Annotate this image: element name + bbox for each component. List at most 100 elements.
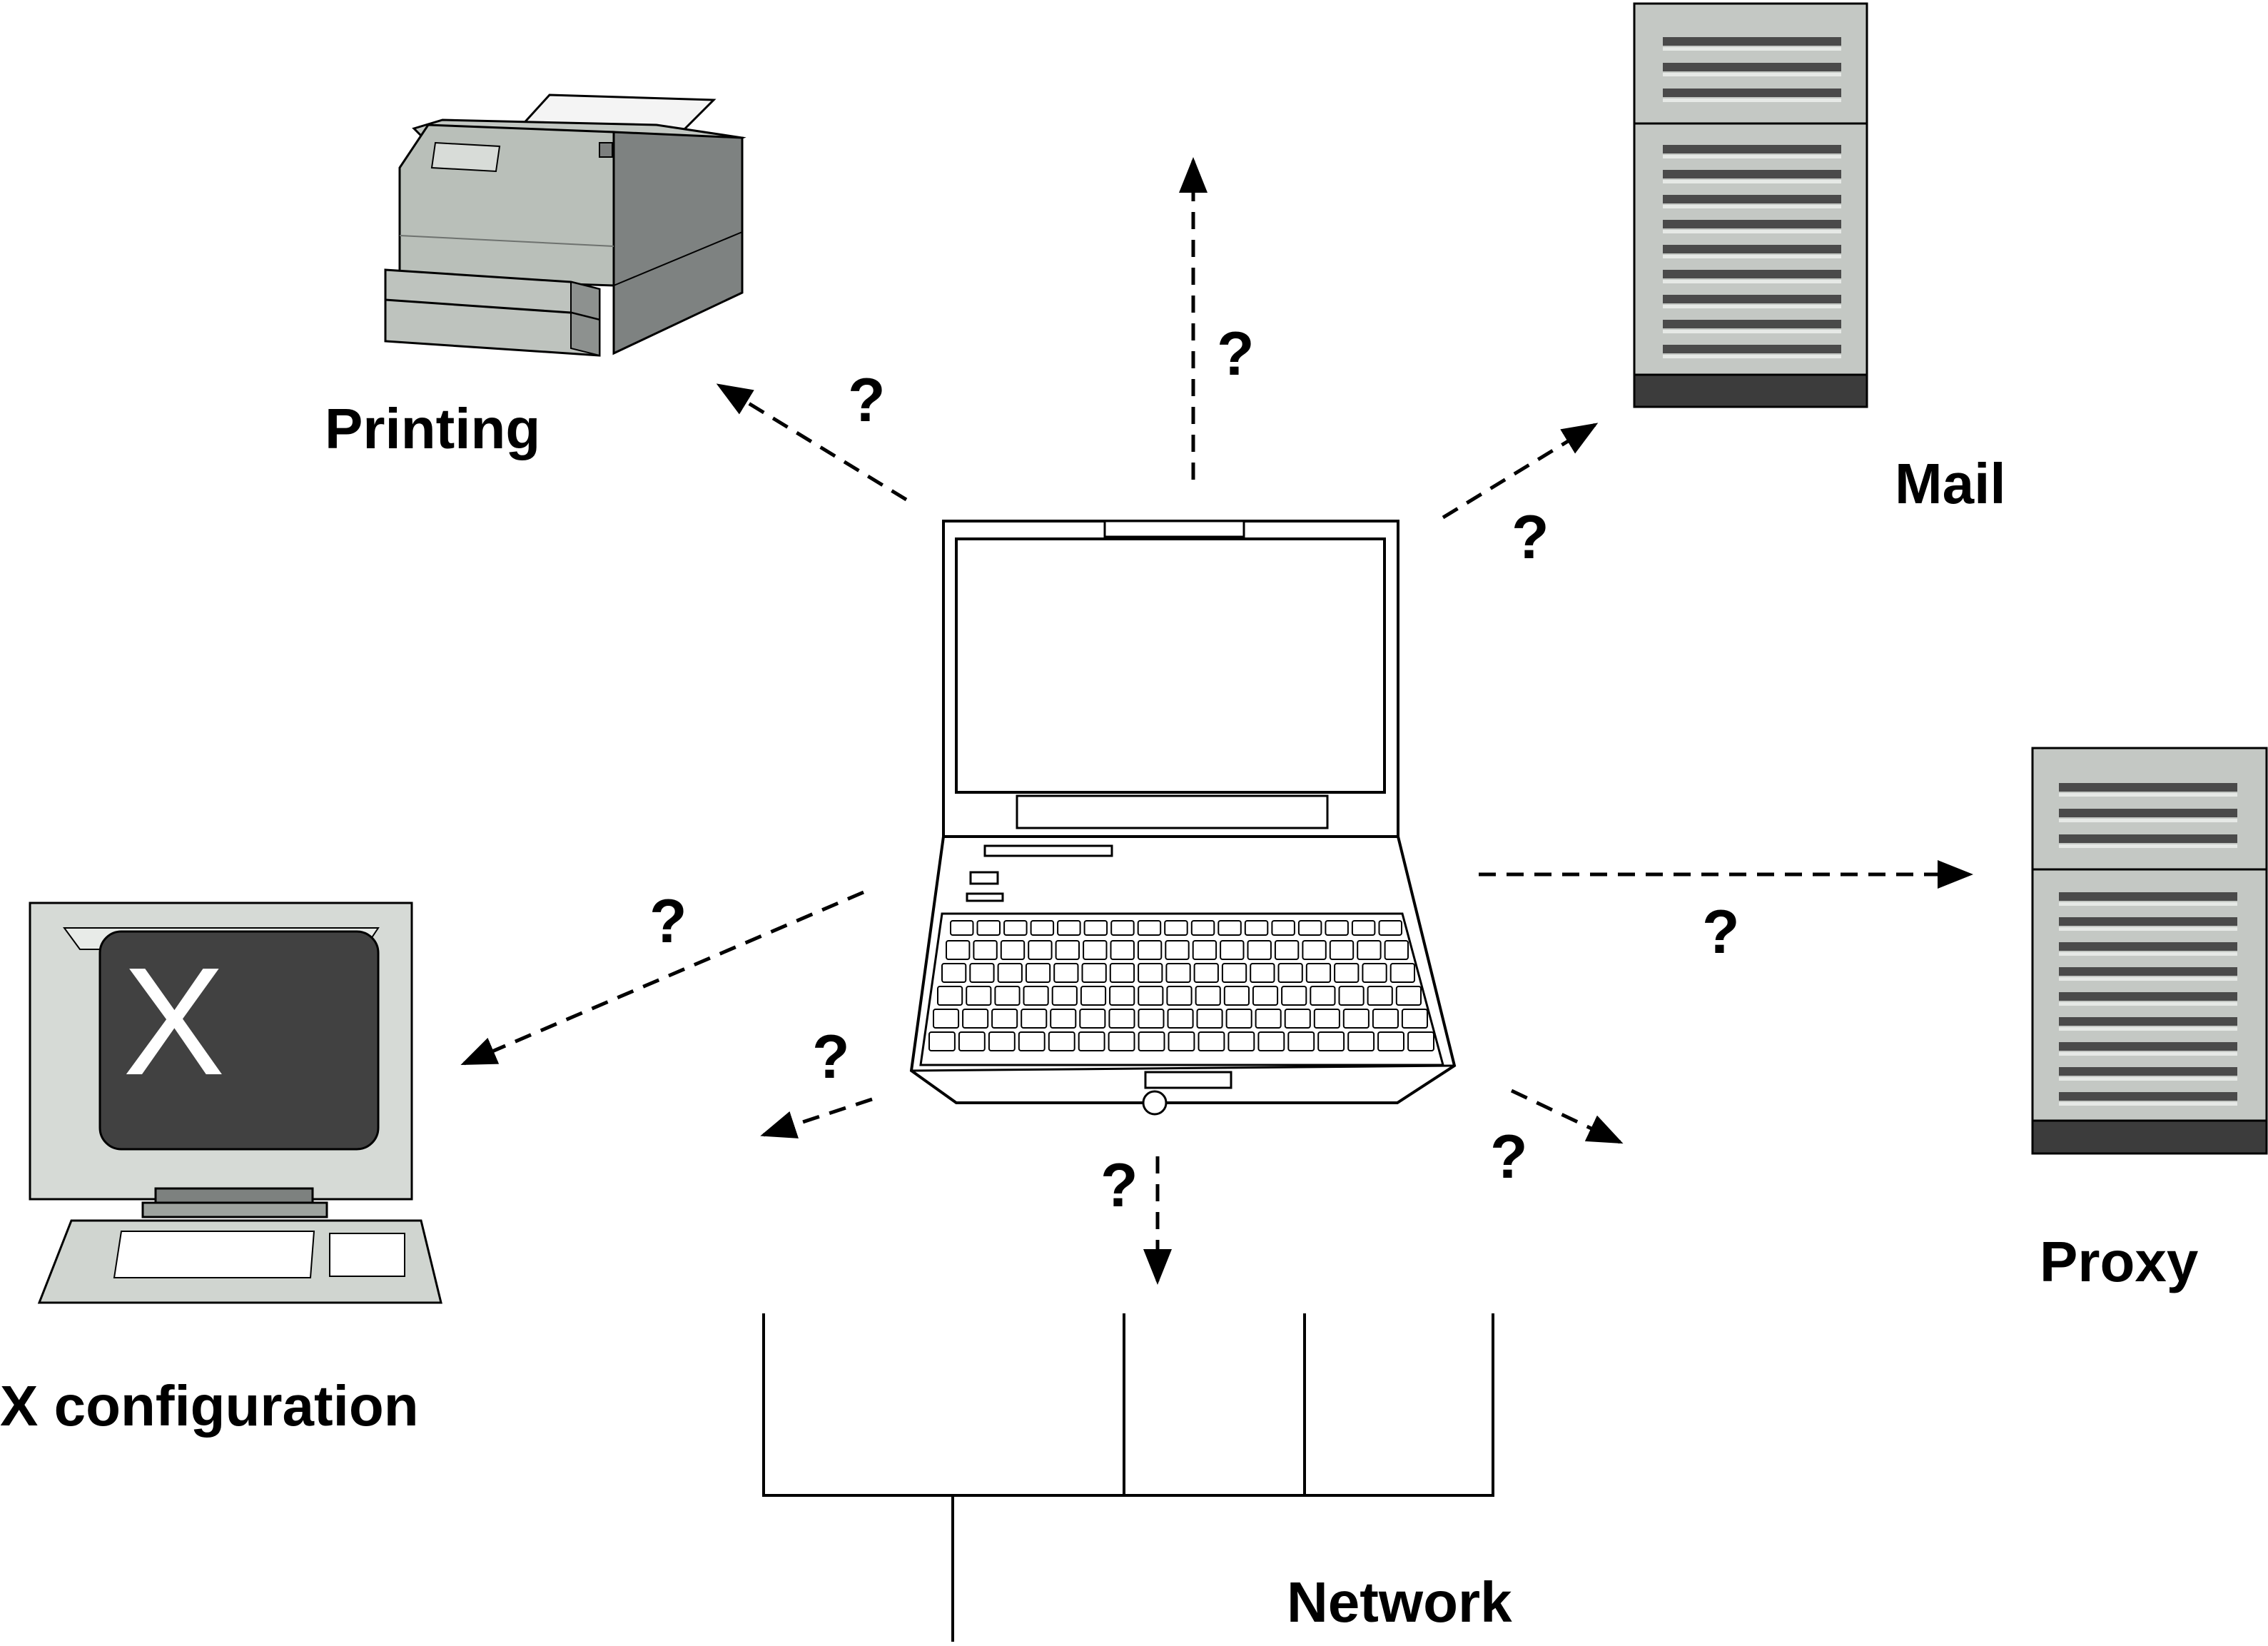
question-mark-x-workstation: ? — [649, 887, 687, 956]
laptop-key — [1378, 920, 1402, 936]
question-mark-printing: ? — [848, 366, 886, 435]
laptop-key — [1244, 920, 1269, 936]
laptop-key — [973, 940, 998, 960]
laptop-key — [1018, 1031, 1046, 1051]
laptop-key — [1395, 986, 1422, 1006]
laptop-key — [1313, 1009, 1340, 1029]
x-logo: X — [123, 935, 225, 1107]
server-slot-highlight — [1663, 355, 1841, 358]
laptop-key — [1079, 1009, 1106, 1029]
server-slot-highlight — [2059, 1102, 2237, 1106]
laptop-key — [1083, 920, 1108, 936]
laptop-key — [1247, 940, 1272, 960]
laptop-key — [1277, 963, 1303, 983]
laptop-key — [1284, 1009, 1311, 1029]
server-slot — [2059, 1042, 2237, 1051]
proxy-server-icon — [2031, 747, 2268, 1155]
laptop-key — [1317, 1031, 1345, 1051]
laptop-key — [1165, 940, 1190, 960]
server-slot-highlight — [1663, 180, 1841, 183]
laptop-key — [1138, 1009, 1165, 1029]
laptop-key — [1083, 940, 1108, 960]
laptop-key — [1325, 920, 1349, 936]
server-slot — [2059, 942, 2237, 951]
laptop-key — [1109, 963, 1135, 983]
mail-server-icon — [1633, 2, 1868, 408]
question-mark-lower-left: ? — [812, 1023, 850, 1091]
printing-label: Printing — [325, 397, 540, 460]
server-slot — [1663, 195, 1841, 203]
server-slot-highlight — [1663, 99, 1841, 102]
arrow-to-x-workstation — [460, 890, 864, 1066]
server-slot-highlight — [1663, 155, 1841, 158]
laptop-key — [928, 1031, 956, 1051]
question-marks: ? ? ? ? ? ? ? ? — [649, 320, 1740, 1220]
mail-label: Mail — [1895, 452, 2006, 515]
server-slot — [2059, 783, 2237, 792]
laptop-key — [1081, 963, 1107, 983]
laptop-key — [1167, 1009, 1194, 1029]
arrow-to-mail — [1442, 423, 1599, 520]
laptop-key — [1225, 1009, 1252, 1029]
laptop-key — [1401, 1009, 1429, 1029]
laptop-key — [1305, 963, 1332, 983]
laptop-icon — [909, 520, 1457, 1116]
server-slot — [1663, 345, 1841, 353]
laptop-key — [1198, 1031, 1225, 1051]
laptop-key — [1030, 920, 1055, 936]
laptop-key — [976, 920, 1001, 936]
arrow-lower-left — [760, 1097, 873, 1138]
server-slot-highlight — [1663, 205, 1841, 208]
server-slot — [1663, 63, 1841, 71]
server-slot-highlight — [2059, 902, 2237, 906]
laptop-key — [1164, 920, 1188, 936]
server-slot — [1663, 295, 1841, 303]
laptop-key — [1250, 963, 1275, 983]
laptop-key — [1372, 1009, 1399, 1029]
server-slot-highlight — [2059, 1052, 2237, 1056]
network-label: Network — [1287, 1570, 1512, 1634]
server-slot-highlight — [1663, 305, 1841, 308]
server-slot-highlight — [2059, 952, 2237, 956]
server-slot-highlight — [2059, 1002, 2237, 1006]
server-slot — [1663, 37, 1841, 46]
question-mark-proxy: ? — [1702, 898, 1740, 966]
server-slot — [1663, 145, 1841, 153]
laptop-key — [1137, 920, 1162, 936]
question-mark-lower-right: ? — [1490, 1123, 1528, 1191]
laptop-key — [1338, 986, 1365, 1006]
laptop-key — [1138, 986, 1164, 1006]
laptop-key — [937, 986, 963, 1006]
laptop-key — [1048, 1031, 1075, 1051]
laptop-key — [1310, 986, 1336, 1006]
server-slot — [2059, 967, 2237, 976]
server-slot-highlight — [1663, 255, 1841, 258]
question-mark-up: ? — [1217, 320, 1255, 388]
arrow-lower-right — [1510, 1089, 1624, 1144]
laptop-key — [1195, 986, 1221, 1006]
laptop-key — [969, 963, 995, 983]
laptop-key — [1252, 986, 1279, 1006]
laptop-key — [1334, 963, 1360, 983]
server-slot-highlight — [2059, 844, 2237, 848]
server-slot — [1663, 170, 1841, 178]
server-slot — [2059, 1017, 2237, 1026]
laptop-key — [994, 986, 1021, 1006]
laptop-key — [1165, 963, 1191, 983]
laptop-key — [1028, 940, 1053, 960]
server-slot-highlight — [2059, 927, 2237, 931]
server-slot-highlight — [1663, 230, 1841, 233]
laptop-key — [1080, 986, 1107, 1006]
laptop-key — [941, 963, 967, 983]
laptop-key — [1196, 1009, 1223, 1029]
server-slot-highlight — [2059, 819, 2237, 822]
laptop-key — [958, 1031, 986, 1051]
x-workstation-icon: X — [29, 902, 442, 1304]
printer-icon — [384, 94, 746, 357]
laptop-key — [1138, 963, 1163, 983]
laptop-key — [1257, 1031, 1285, 1051]
server-slot — [1663, 320, 1841, 328]
laptop-key — [1057, 920, 1081, 936]
laptop-key — [1297, 920, 1322, 936]
